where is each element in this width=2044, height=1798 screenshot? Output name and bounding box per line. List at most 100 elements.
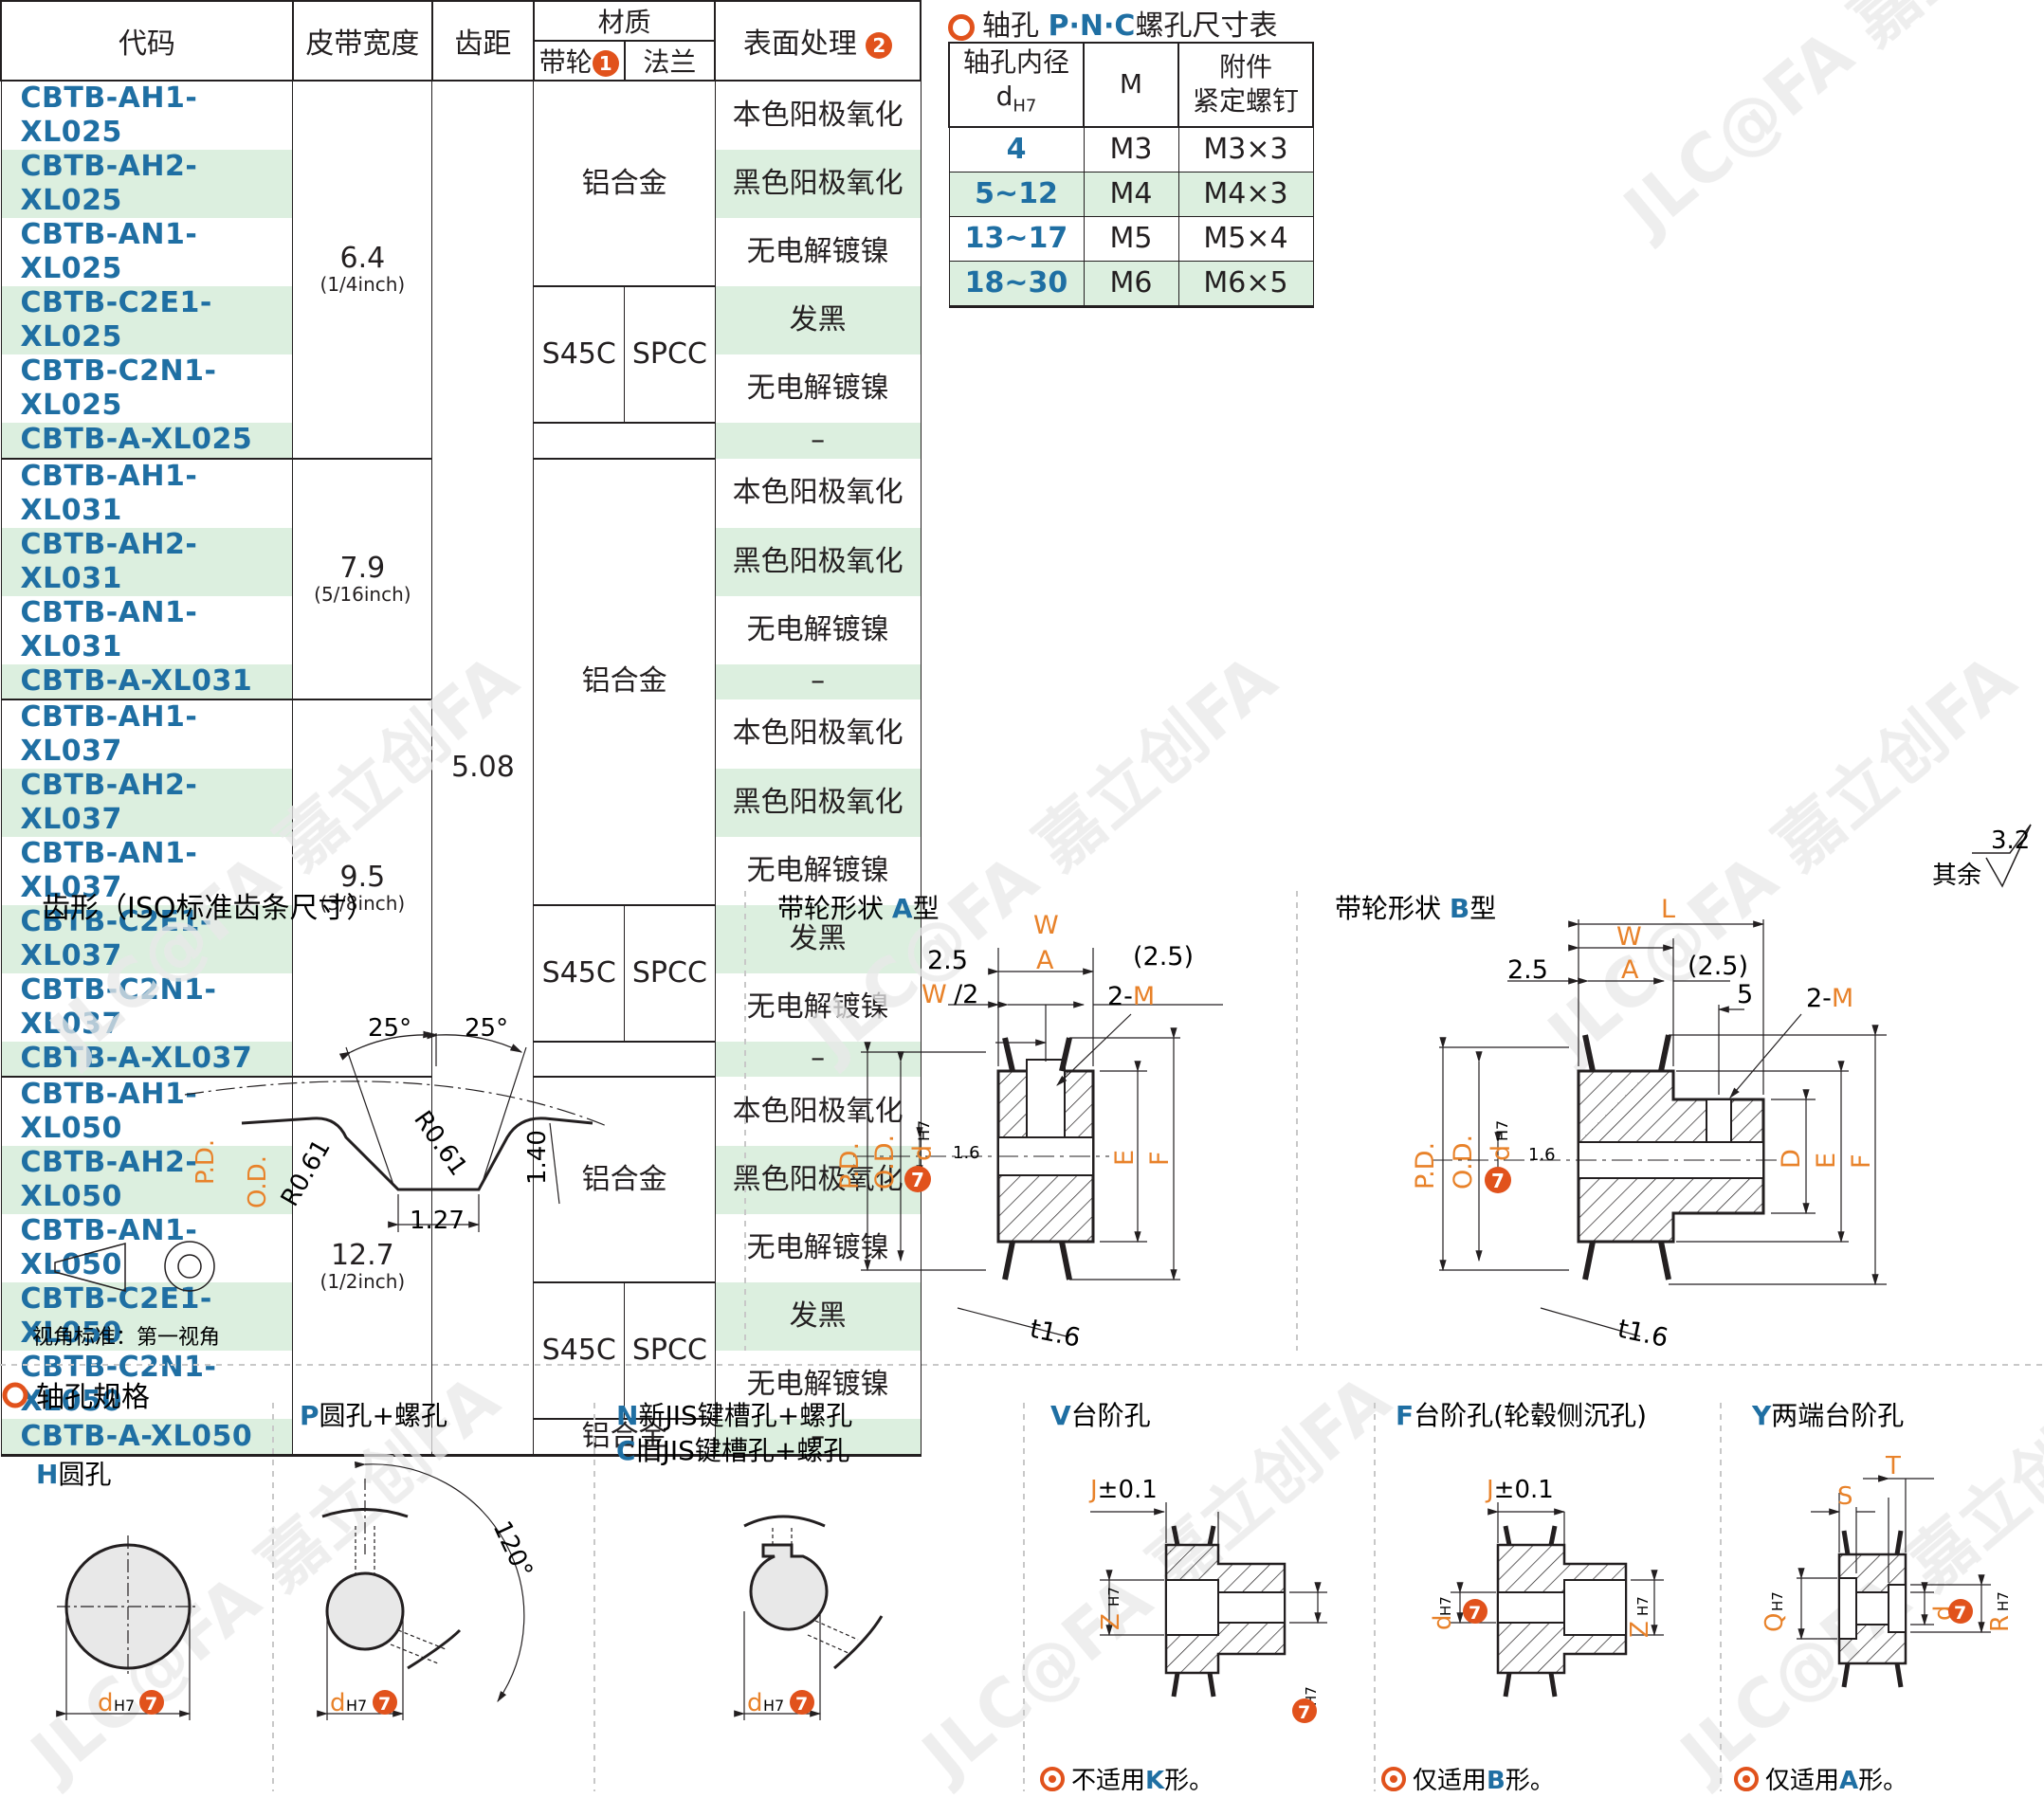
belt-width-cell: 9.5(3/8inch) <box>292 698 433 1078</box>
type-b-t: t1.6 <box>1615 1315 1671 1353</box>
ring-icon <box>948 13 975 41</box>
bore-y-s: S <box>1837 1482 1853 1511</box>
roughness-symbol: 3.2 其余 <box>1932 824 2032 890</box>
code-cell: CBTB-AN1-XL031 <box>0 595 294 664</box>
pulley-material-cell: S45C <box>533 285 626 424</box>
type-a-d: d <box>908 1145 938 1161</box>
bore-f-z: Z <box>1626 1621 1654 1638</box>
projection-cone-icon <box>54 1243 126 1292</box>
flange-material-cell: SPCC <box>624 1281 716 1421</box>
code-cell: CBTB-AN1-XL050 <box>0 1214 294 1283</box>
type-a-halfw: W <box>922 980 947 1009</box>
type-a-r16: 1.6 <box>953 1143 980 1163</box>
bore-p-title: P圆孔+螺孔 <box>300 1400 447 1431</box>
badge-7-b <box>1485 1167 1511 1193</box>
belt-width-inch: (1/2inch) <box>319 1269 406 1293</box>
badge-7-a-text: 7 <box>911 1169 924 1191</box>
shaft-table-title: 轴孔 P·N·C螺孔尺寸表 <box>948 2 1277 44</box>
bore-c-d: d <box>747 1689 763 1717</box>
flange-material-cell: SPCC <box>624 903 716 1043</box>
bore-h-letter: H <box>36 1459 58 1490</box>
type-b-f: F <box>1847 1153 1876 1169</box>
note-icon-f <box>1381 1767 1406 1791</box>
type-b-title-text: 带轮形状 <box>1335 893 1450 924</box>
bore-f-title: F台阶孔(轮毂侧沉孔) <box>1396 1400 1647 1431</box>
thread-cell: M4 <box>1083 171 1179 217</box>
code-cell: CBTB-AH2-XL050 <box>0 1146 294 1215</box>
type-b-l: L <box>1661 895 1675 924</box>
bore-h-title: H圆孔 <box>36 1459 111 1490</box>
width-label: 1.27 <box>410 1207 465 1235</box>
od-label: O.D. <box>244 1155 272 1208</box>
bore-v-j-tol: ±0.1 <box>1098 1476 1158 1504</box>
type-a-t: t1.6 <box>1028 1315 1084 1353</box>
surface-cell: 无电解镀镍 <box>714 354 922 423</box>
note-icon-y <box>1734 1767 1759 1791</box>
header-code: 代码 <box>0 0 294 82</box>
type-b-d25: 2.5 <box>1507 955 1548 985</box>
surface-cell: 本色阳极氧化 <box>714 1077 922 1147</box>
flanges-b <box>1582 1034 1671 1280</box>
header-attach-1: 附件 <box>1218 51 1272 83</box>
bore-diameter-cell: 18~30 <box>948 260 1085 307</box>
badge-7-c-text: 7 <box>795 1694 808 1715</box>
watermark-3: JLC@FA 嘉立创FA <box>792 640 1290 1076</box>
set-screw-cell: M3×3 <box>1177 126 1314 173</box>
radius-label-1: R0.61 <box>276 1135 337 1211</box>
badge-7-y <box>1948 1599 1973 1624</box>
type-a-h7: H7 <box>915 1120 933 1141</box>
bore-v-note: 不适用K形。 <box>1071 1767 1214 1795</box>
bore-p-angle: 120° <box>487 1516 538 1582</box>
watermark-4: JLC@FA 嘉立创FA <box>1531 640 2030 1076</box>
bore-f-d: d <box>1429 1614 1457 1630</box>
surface-cell: 本色阳极氧化 <box>714 458 922 528</box>
code-cell: CBTB-AH1-XL037 <box>0 698 294 769</box>
code-cell: CBTB-A-XL050 <box>0 1419 294 1456</box>
header-flange: 法兰 <box>623 40 717 82</box>
section-dividers <box>0 891 2044 1791</box>
type-b-letter: B <box>1450 893 1469 924</box>
surface-cell: 无电解镀镍 <box>714 972 922 1042</box>
surface-cell: 无电解镀镍 <box>714 836 922 905</box>
badge-7-a <box>904 1166 931 1192</box>
material-cell: 铝合金 <box>533 1418 716 1456</box>
type-a-w: W <box>1033 911 1059 940</box>
header-surface-label: 表面处理 <box>742 27 857 61</box>
type-a-d25: 2.5 <box>927 946 968 975</box>
bore-y-label: 两端台阶孔 <box>1771 1400 1904 1431</box>
type-a-2m-m: M <box>1133 982 1155 1011</box>
bore-y-t: T <box>1885 1452 1901 1480</box>
type-a-title: 带轮形状 A型 <box>777 893 940 924</box>
type-b-five: 5 <box>1737 980 1753 1009</box>
bore-y-title: Y两端台阶孔 <box>1751 1400 1904 1431</box>
bore-diameter-cell: 13~17 <box>948 215 1085 262</box>
belt-width-value: 12.7 <box>330 1238 394 1272</box>
bore-y-r: R <box>1986 1615 2015 1632</box>
table-row: CBTB-A-XL025– <box>0 422 922 459</box>
bore-v-label: 台阶孔 <box>1071 1400 1151 1431</box>
radius-label-2: R0.61 <box>408 1106 472 1181</box>
type-a-2m-prefix: 2- <box>1107 982 1133 1011</box>
header-bore-label: 轴孔内径 <box>962 46 1069 78</box>
type-a-halfw-suffix: /2 <box>954 980 978 1009</box>
material-cell <box>533 1040 716 1078</box>
badge-2: 2 <box>866 31 893 59</box>
table-row: CBTB-A-XL037– <box>0 1040 922 1078</box>
bore-f-letter: F <box>1396 1400 1414 1431</box>
code-cell: CBTB-AH1-XL050 <box>0 1076 294 1147</box>
type-a-2m: 2-M <box>1107 982 1155 1011</box>
surface-cell: 无电解镀镍 <box>714 1351 922 1420</box>
set-screw-cell: M4×3 <box>1177 171 1314 217</box>
belt-width-inch: (3/8inch) <box>319 891 406 915</box>
bore-f-note-letter: B <box>1487 1767 1506 1795</box>
